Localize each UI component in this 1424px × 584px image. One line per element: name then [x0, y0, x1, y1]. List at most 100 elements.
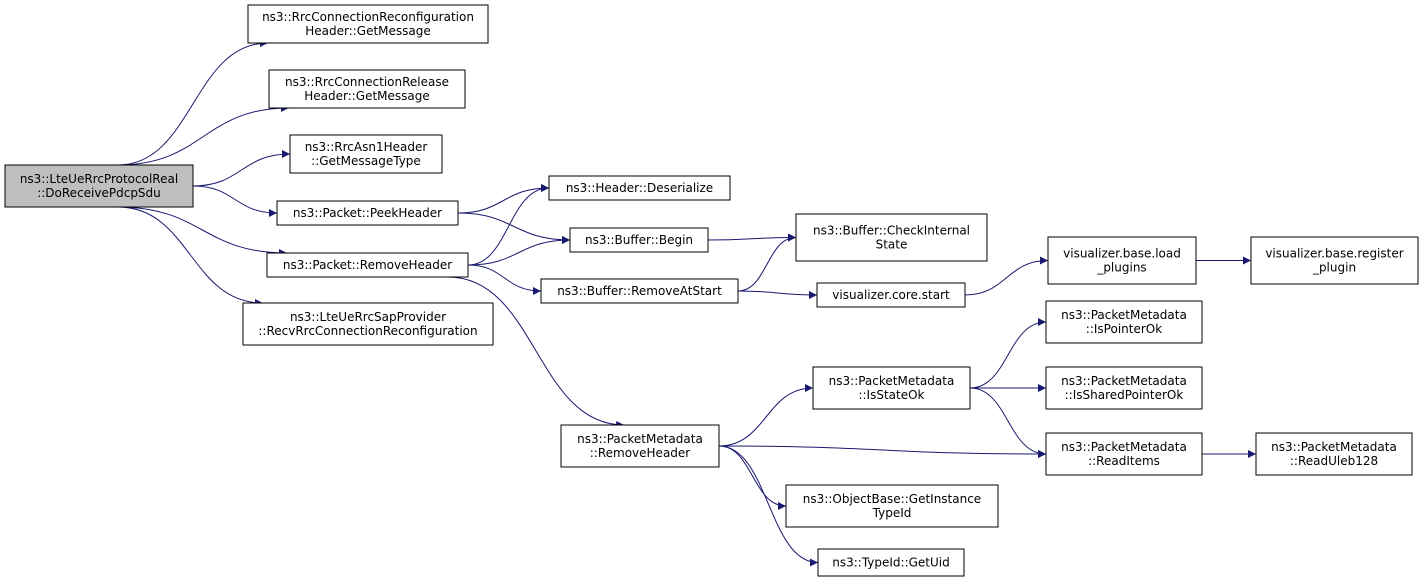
edge-line — [969, 387, 1047, 458]
node-pmPtr[interactable]: ns3::PacketMetadata::IsPointerOk — [1045, 300, 1203, 344]
edge-line — [192, 185, 278, 217]
node-label: ::ReadUleb128 — [1290, 454, 1378, 468]
edge-pmRemove-to-pmRead — [718, 445, 1047, 458]
edges-layer — [117, 39, 1256, 567]
edge-bufRemove-to-vizStart — [737, 290, 818, 299]
edge-bufBegin-to-bufCheck — [707, 233, 797, 242]
node-box — [266, 252, 469, 278]
edge-peekHeader-to-bufBegin — [457, 212, 571, 244]
edge-line — [718, 445, 819, 567]
node-label: State — [876, 238, 908, 252]
node-pmRead[interactable]: ns3::PacketMetadata::ReadItems — [1045, 432, 1203, 476]
node-box — [247, 4, 489, 44]
node-box — [1047, 236, 1197, 285]
edge-root-to-rrcReconfGet — [117, 39, 269, 166]
edge-root-to-sapProvider — [117, 206, 264, 307]
node-box — [1045, 366, 1203, 410]
edge-line — [117, 39, 269, 166]
node-label: ns3::PacketMetadata — [1061, 440, 1187, 454]
node-label: ns3::TypeId::GetUid — [832, 556, 950, 570]
edge-line — [718, 445, 787, 510]
edge-peekHeader-to-hdrDeser — [457, 184, 550, 214]
edge-line — [117, 206, 264, 307]
node-label: ns3::RrcAsn1Header — [305, 140, 428, 154]
node-label: Header::GetMessage — [305, 24, 431, 38]
node-removeHeader[interactable]: ns3::Packet::RemoveHeader — [266, 252, 469, 278]
edge-removeHeader-to-bufBegin — [467, 236, 571, 266]
node-label: ::ReadItems — [1088, 454, 1160, 468]
node-box — [540, 278, 739, 304]
node-bufRemove[interactable]: ns3::Buffer::RemoveAtStart — [540, 278, 739, 304]
node-asn1Type[interactable]: ns3::RrcAsn1Header::GetMessageType — [289, 134, 443, 174]
node-box — [242, 302, 494, 346]
node-bufBegin[interactable]: ns3::Buffer::Begin — [569, 227, 709, 253]
edge-pmRemove-to-pmState — [718, 384, 814, 447]
edge-line — [707, 233, 797, 242]
node-label: ::RecvRrcConnectionReconfiguration — [258, 324, 477, 338]
edge-line — [467, 236, 571, 266]
node-label: ::IsPointerOk — [1086, 322, 1162, 336]
node-box — [548, 175, 731, 201]
node-pmUleb[interactable]: ns3::PacketMetadata::ReadUleb128 — [1255, 432, 1413, 476]
node-label: visualizer.base.register — [1265, 247, 1403, 261]
node-label: ::IsSharedPointerOk — [1065, 388, 1184, 402]
node-label: visualizer.core.start — [832, 288, 950, 302]
node-pmRemove[interactable]: ns3::PacketMetadata::RemoveHeader — [560, 424, 720, 468]
edge-line — [447, 276, 625, 429]
node-box — [816, 282, 966, 308]
node-label: TypeId — [872, 506, 912, 520]
node-rrcReconfGet[interactable]: ns3::RrcConnectionReconfigurationHeader:… — [247, 4, 489, 44]
node-label: ns3::RrcConnectionReconfiguration — [262, 10, 474, 24]
edge-line — [737, 290, 818, 299]
node-label: ::IsStateOk — [858, 388, 924, 402]
node-label: visualizer.base.load — [1063, 247, 1181, 261]
edge-root-to-peekHeader — [192, 185, 278, 217]
node-hdrDeser[interactable]: ns3::Header::Deserialize — [548, 175, 731, 201]
node-box — [289, 134, 443, 174]
node-box — [785, 484, 999, 528]
node-label: ns3::RrcConnectionRelease — [285, 75, 449, 89]
node-sapProvider[interactable]: ns3::LteUeRrcSapProvider::RecvRrcConnect… — [242, 302, 494, 346]
node-label: ::DoReceivePdcpSdu — [37, 186, 161, 200]
edge-vizStart-to-vizLoad — [964, 256, 1049, 296]
node-label: ns3::ObjectBase::GetInstance — [803, 492, 981, 506]
node-label: ns3::Buffer::CheckInternal — [813, 224, 970, 238]
node-vizReg[interactable]: visualizer.base.register_plugin — [1250, 236, 1419, 285]
edge-line — [718, 445, 1047, 458]
node-peekHeader[interactable]: ns3::Packet::PeekHeader — [276, 200, 459, 226]
node-label: ns3::PacketMetadata — [1061, 308, 1187, 322]
edge-removeHeader-to-pmRemove — [447, 276, 625, 429]
node-root[interactable]: ns3::LteUeRrcProtocolReal::DoReceivePdcp… — [4, 164, 194, 208]
node-label: ns3::Header::Deserialize — [566, 181, 713, 195]
node-label: ns3::PacketMetadata — [577, 432, 703, 446]
node-label: ns3::Packet::RemoveHeader — [283, 258, 452, 272]
node-label: ns3::LteUeRrcProtocolReal — [20, 172, 178, 186]
node-vizLoad[interactable]: visualizer.base.load_plugins — [1047, 236, 1197, 285]
edge-pmState-to-pmRead — [969, 387, 1047, 458]
node-pmShared[interactable]: ns3::PacketMetadata::IsSharedPointerOk — [1045, 366, 1203, 410]
edge-line — [467, 184, 550, 266]
node-pmState[interactable]: ns3::PacketMetadata::IsStateOk — [812, 366, 971, 410]
node-label: ns3::Buffer::Begin — [585, 233, 693, 247]
node-label: ns3::Buffer::RemoveAtStart — [557, 284, 722, 298]
node-vizStart[interactable]: visualizer.core.start — [816, 282, 966, 308]
node-tidUid[interactable]: ns3::TypeId::GetUid — [817, 548, 965, 577]
nodes-layer: ns3::LteUeRrcProtocolReal::DoReceivePdcp… — [4, 4, 1419, 577]
node-label: _plugins — [1096, 261, 1146, 275]
node-box — [276, 200, 459, 226]
node-box — [1255, 432, 1413, 476]
node-box — [569, 227, 709, 253]
edge-line — [457, 212, 571, 244]
edge-root-to-asn1Type — [192, 150, 291, 187]
node-label: _plugin — [1312, 261, 1356, 275]
edge-line — [192, 150, 291, 187]
node-box — [1250, 236, 1419, 285]
edge-line — [467, 264, 542, 295]
node-rrcRelGet[interactable]: ns3::RrcConnectionReleaseHeader::GetMess… — [268, 69, 466, 109]
node-box — [1045, 300, 1203, 344]
edge-root-to-rrcRelGet — [117, 104, 290, 166]
edge-line — [964, 256, 1049, 296]
